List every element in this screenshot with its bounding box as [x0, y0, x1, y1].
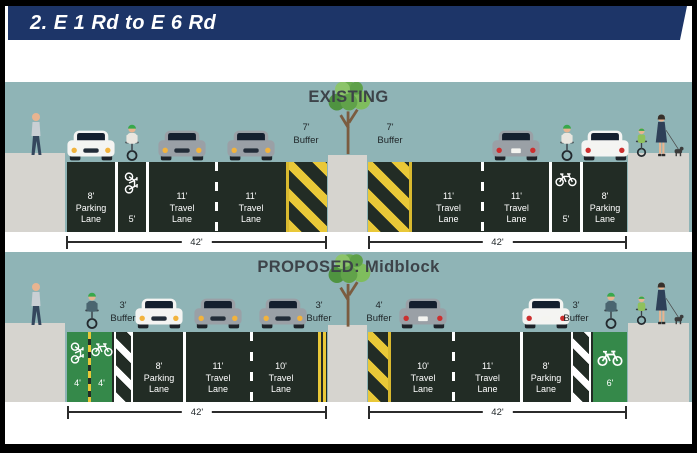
lane-line-yellow-dashed [88, 332, 91, 402]
car-gray [157, 128, 207, 162]
lane-label: 11' Travel Lane [504, 190, 529, 225]
title-bar: 2. E 1 Rd to E 6 Rd [8, 6, 687, 40]
lane-travel-11ft: 11' Travel Lane [218, 162, 284, 232]
dimension-line: 42' [67, 406, 327, 419]
buffer-7ft [368, 162, 412, 232]
lane-label: 4' [98, 378, 105, 389]
buffer-label: 7' Buffer [377, 122, 403, 146]
buffer-3ft [311, 332, 327, 402]
lane-label: 10' Travel Lane [268, 360, 294, 395]
cyclist-figure [123, 122, 141, 162]
lane-label: 11' Travel Lane [205, 360, 231, 395]
sidewalk-right [628, 153, 689, 232]
lane-travel-10ft: 10' Travel Lane [253, 332, 309, 402]
lane-label: 6' [606, 378, 614, 389]
lane-bike-6ft: 6' [593, 332, 627, 402]
lane-label: 11' Travel Lane [436, 190, 461, 225]
woman-with-dog-figure [652, 113, 684, 158]
lane-travel-11ft: 11' Travel Lane [149, 162, 215, 232]
lane-label: 5' [562, 214, 570, 225]
buffer-label: 3' Buffer [110, 300, 136, 324]
cyclist-figure [558, 122, 576, 162]
dimension-line: 42' [66, 236, 327, 249]
lane-bike-4ft: 4' [67, 332, 88, 402]
buffer-label: 3' Buffer [563, 300, 589, 324]
existing-cross-section: EXISTING 8' Parking Lane 5' 11' Travel L… [5, 82, 692, 232]
lane-line [549, 162, 552, 232]
child-cyclist-figure [633, 294, 650, 326]
buffer-7ft [286, 162, 327, 232]
lane-parking-8ft: 8' Parking Lane [523, 332, 569, 402]
woman-with-dog-figure [652, 281, 684, 326]
lane-label: 11' Travel Lane [169, 190, 195, 225]
dimension-line: 42' [368, 236, 627, 249]
lane-travel-11ft: 11' Travel Lane [484, 162, 549, 232]
bike-marking-icon [124, 172, 140, 194]
bike-marking-icon [70, 342, 86, 364]
lane-line-dashed [452, 332, 455, 402]
page-title: 2. E 1 Rd to E 6 Rd [30, 12, 217, 34]
lane-label: 8' Parking Lane [143, 360, 175, 395]
lane-travel-11ft: 11' Travel Lane [416, 162, 481, 232]
lane-line [183, 332, 186, 402]
dimension-label: 42' [181, 406, 213, 419]
lane-line [115, 162, 118, 232]
bike-marking-icon [597, 348, 623, 367]
lane-travel-11ft: 11' Travel Lane [455, 332, 520, 402]
sidewalk-right [628, 323, 689, 402]
lane-label: 11' Travel Lane [238, 190, 264, 225]
lane-label: 4' [74, 378, 81, 389]
lane-label: 8' Parking Lane [75, 190, 107, 225]
car-white-rear [580, 128, 630, 162]
child-cyclist-figure [633, 126, 650, 158]
dimension-label: 42' [181, 236, 212, 249]
proposed-cross-section: PROPOSED: Midblock 4' 4' 3' Buffer 8' Pa… [5, 252, 692, 402]
lane-line [520, 332, 523, 402]
car-gray [226, 128, 276, 162]
lane-parking-8ft: 8' Parking Lane [583, 162, 627, 232]
lane-bike-5ft: 5' [118, 162, 146, 232]
lane-line-dashed [215, 162, 218, 232]
buffer-label: 3' Buffer [306, 300, 332, 324]
buffer-label: 4' Buffer [366, 300, 392, 324]
car-white [66, 128, 116, 162]
existing-heading: EXISTING [308, 88, 389, 106]
bike-marking-icon [91, 341, 113, 357]
dimension-label: 42' [482, 406, 513, 419]
center-median [328, 325, 367, 402]
lane-bike-4ft: 4' [91, 332, 112, 402]
lane-line-dashed [250, 332, 253, 402]
lane-parking-8ft: 8' Parking Lane [67, 162, 115, 232]
lane-parking-8ft: 8' Parking Lane [135, 332, 183, 402]
lane-bike-5ft: 5' [552, 162, 580, 232]
buffer-4ft [368, 332, 391, 402]
lane-label: 5' [128, 214, 136, 225]
pedestrian-figure [28, 112, 44, 158]
lane-label: 10' Travel Lane [410, 360, 436, 395]
center-median [328, 155, 367, 232]
sidewalk-left [5, 323, 65, 402]
lane-travel-10ft: 10' Travel Lane [394, 332, 452, 402]
lane-label: 11' Travel Lane [475, 360, 500, 395]
dimension-label: 42' [482, 236, 513, 249]
pedestrian-figure [28, 282, 44, 328]
lane-travel-11ft: 11' Travel Lane [186, 332, 250, 402]
lane-line [146, 162, 149, 232]
lane-line-dashed [481, 162, 484, 232]
buffer-3ft [114, 332, 133, 402]
lane-label: 8' Parking Lane [589, 190, 621, 225]
proposed-heading: PROPOSED: Midblock [257, 258, 440, 276]
buffer-3ft [571, 332, 591, 402]
bike-marking-icon [555, 171, 577, 187]
dimension-line: 42' [368, 406, 627, 419]
car-gray [193, 296, 243, 330]
lane-line [580, 162, 583, 232]
car-gray-rear [491, 128, 541, 162]
buffer-label: 7' Buffer [293, 122, 319, 146]
lane-label: 8' Parking Lane [530, 360, 562, 395]
sidewalk-left [5, 153, 65, 232]
